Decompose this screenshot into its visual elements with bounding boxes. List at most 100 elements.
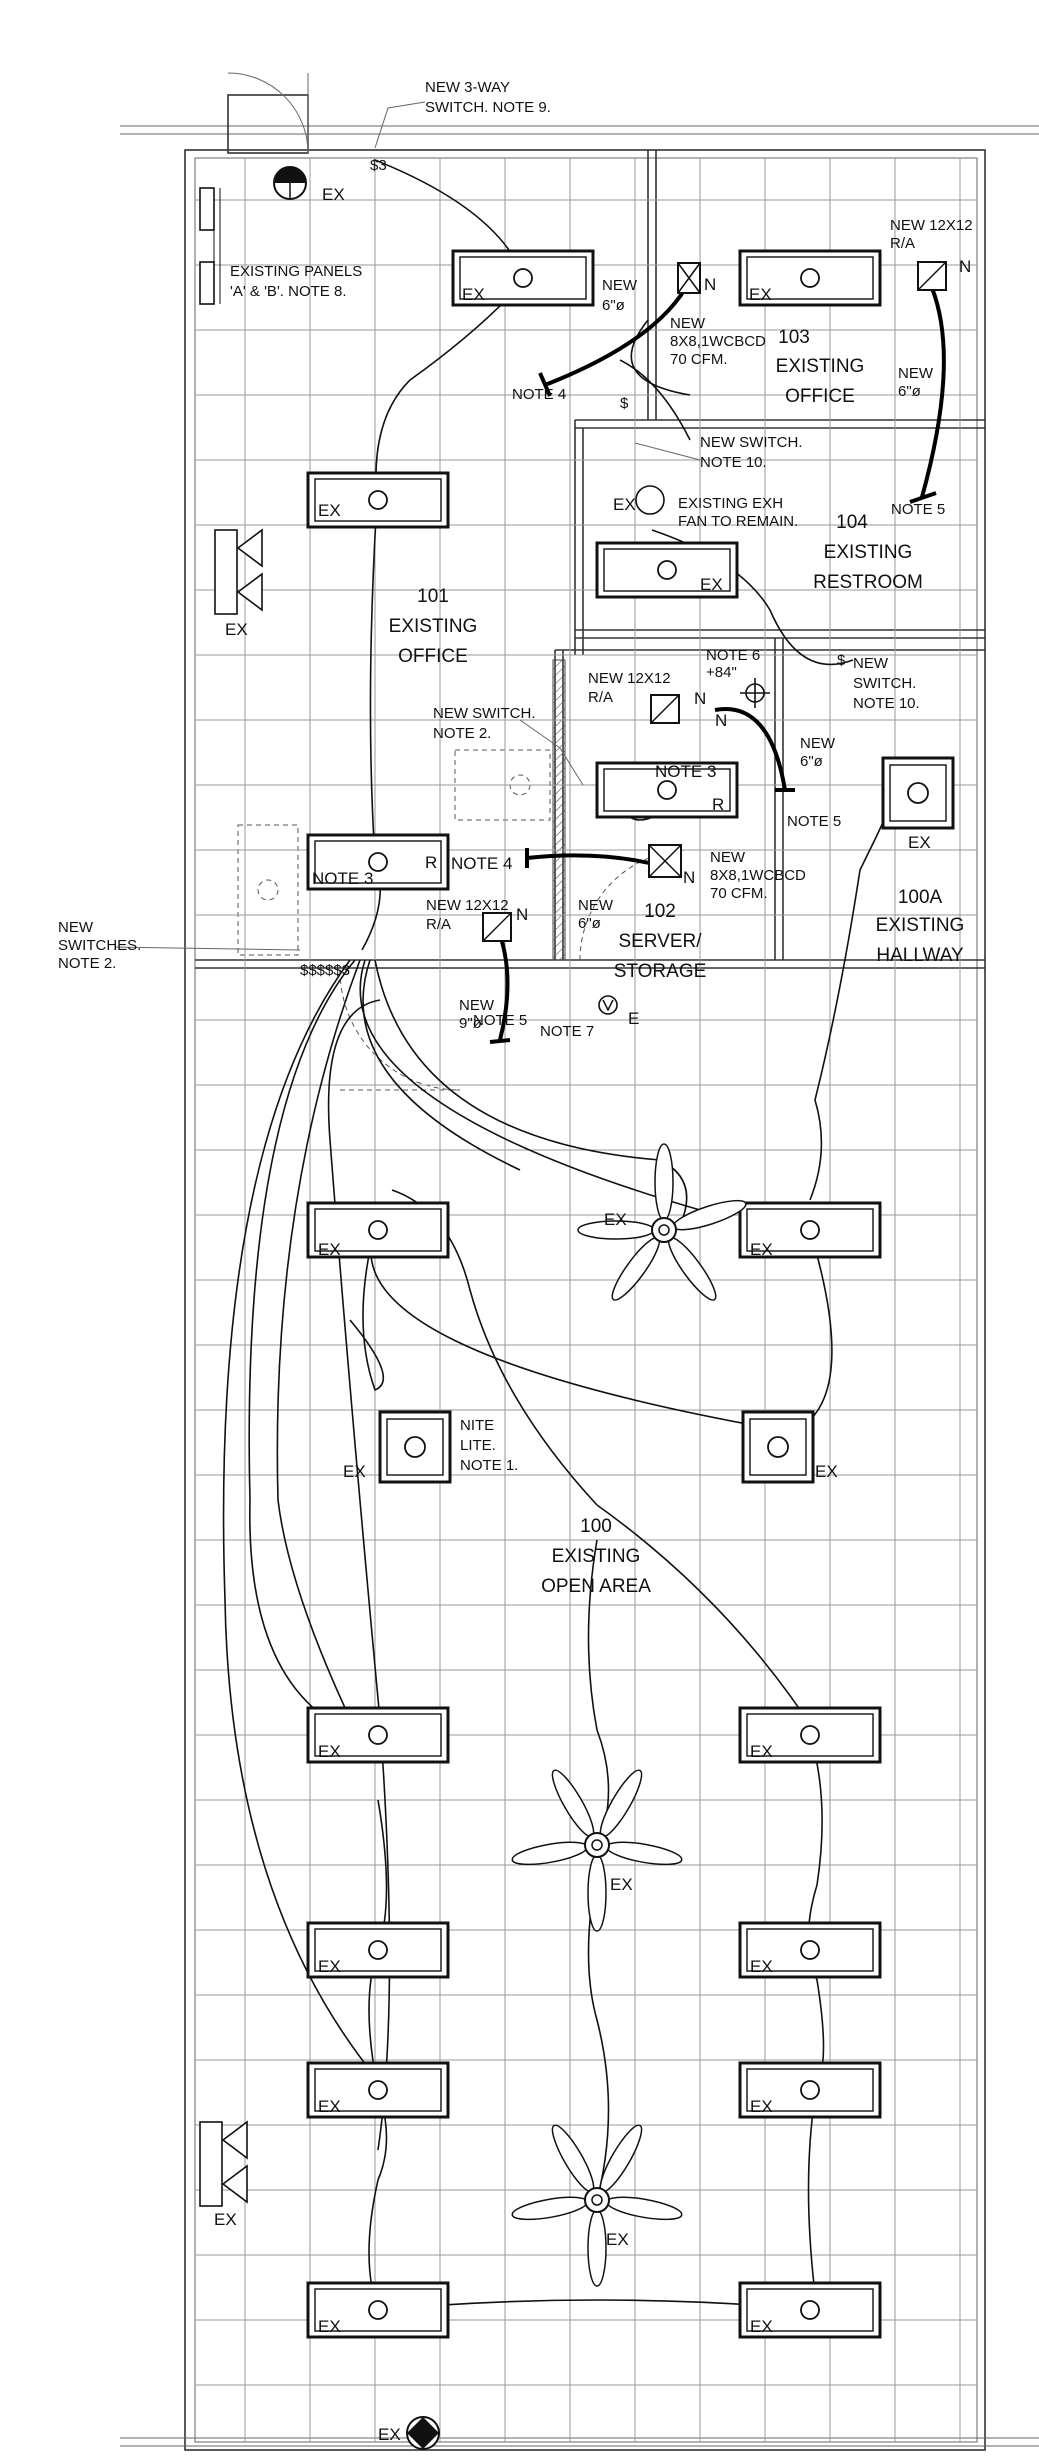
room-101-number: 101 bbox=[417, 586, 449, 607]
panels-line2: 'A' & 'B'. NOTE 8. bbox=[230, 283, 346, 300]
room-104-name2: RESTROOM bbox=[813, 572, 923, 593]
room-104-name1: EXISTING bbox=[824, 542, 913, 563]
e-label: E bbox=[628, 1009, 639, 1028]
fixture-labels: EX EX EX EX EX EX EX EX EX EX EX EX EX E… bbox=[214, 157, 971, 2444]
light-fixture bbox=[306, 2061, 450, 2119]
ex-label: EX bbox=[750, 2317, 773, 2336]
room-102-name1: SERVER/ bbox=[618, 931, 702, 952]
diffuser-note-size: 8X8,1WCBCD bbox=[710, 867, 806, 884]
light-fixture bbox=[306, 2281, 450, 2339]
note7-label: NOTE 7 bbox=[540, 1023, 594, 1040]
switch-3way-symbol: $3 bbox=[370, 157, 387, 174]
n-label: N bbox=[516, 905, 528, 924]
building-walls bbox=[120, 72, 1039, 2451]
room-100-name2: OPEN AREA bbox=[541, 1576, 651, 1597]
room-100a-name1: EXISTING bbox=[876, 915, 965, 936]
ex-label: EX bbox=[606, 2230, 629, 2249]
diffuser-note-size: 8X8,1WCBCD bbox=[670, 333, 766, 350]
ex-label: EX bbox=[318, 1240, 341, 1259]
switch-symbol: $ bbox=[837, 652, 846, 669]
room-103-name1: EXISTING bbox=[776, 356, 865, 377]
return-grille-icon bbox=[482, 912, 512, 942]
switch-note-line1: NEW SWITCH. bbox=[433, 705, 536, 722]
room-102-name2: STORAGE bbox=[614, 961, 707, 982]
leader-lines bbox=[114, 101, 701, 951]
ex-label: EX bbox=[378, 2425, 401, 2444]
ex-label: EX bbox=[318, 2317, 341, 2336]
exh-fan-icon bbox=[635, 485, 665, 515]
ex-label: EX bbox=[343, 1462, 366, 1481]
exh-fan-line2: FAN TO REMAIN. bbox=[678, 513, 798, 530]
square-fixture bbox=[741, 1410, 815, 1484]
ex-label: EX bbox=[214, 2210, 237, 2229]
ex-label: EX bbox=[610, 1875, 633, 1894]
n-label: N bbox=[694, 689, 706, 708]
room-103-number: 103 bbox=[778, 327, 810, 348]
light-fixture bbox=[738, 2281, 882, 2339]
n-label: N bbox=[704, 275, 716, 294]
exit-sign-icon bbox=[406, 2416, 440, 2450]
nite-lite-line3: NOTE 1. bbox=[460, 1457, 518, 1474]
room-102-number: 102 bbox=[644, 901, 676, 922]
light-fixture bbox=[306, 833, 450, 891]
light-fixture bbox=[738, 249, 882, 307]
diffuser-note-size: 6"ø bbox=[602, 297, 625, 314]
ra-note-size: NEW 12X12 bbox=[426, 897, 509, 914]
switches-note-line1: NEW bbox=[58, 919, 94, 936]
light-fixture bbox=[306, 1706, 450, 1764]
speaker-icon bbox=[199, 2120, 248, 2207]
switch-note-line1: NEW SWITCH. bbox=[700, 434, 803, 451]
nite-lite-line2: LITE. bbox=[460, 1437, 496, 1454]
light-fixture bbox=[451, 249, 595, 307]
ex-label: EX bbox=[750, 1240, 773, 1259]
note5-label: NOTE 5 bbox=[473, 1012, 527, 1029]
n-label: N bbox=[683, 868, 695, 887]
ex-label: EX bbox=[749, 285, 772, 304]
ex-label: EX bbox=[225, 620, 248, 639]
exit-sign-icon bbox=[273, 166, 307, 200]
ceiling-fan-icon bbox=[511, 1769, 683, 1932]
receptacle-icon bbox=[598, 995, 618, 1015]
ra-note-size: NEW 12X12 bbox=[588, 670, 671, 687]
return-grille-icon bbox=[917, 261, 947, 291]
diffuser-icon bbox=[677, 262, 701, 294]
r-label: R bbox=[425, 853, 437, 872]
ex-label: EX bbox=[318, 1957, 341, 1976]
room-103-name2: OFFICE bbox=[785, 386, 855, 407]
duct-note-new: NEW bbox=[459, 997, 495, 1014]
ex-label: EX bbox=[613, 495, 636, 514]
note5-label: NOTE 5 bbox=[787, 813, 841, 830]
ex-label: EX bbox=[908, 833, 931, 852]
callout-notes: NEW 3-WAY SWITCH. NOTE 9. EXISTING PANEL… bbox=[58, 79, 973, 1474]
ex-label: EX bbox=[700, 575, 723, 594]
square-fixture bbox=[881, 756, 955, 830]
light-fixture bbox=[738, 1201, 882, 1259]
note6-line2: +84" bbox=[706, 664, 737, 681]
switches-note-line3: NOTE 2. bbox=[58, 955, 116, 972]
ra-note-size: NEW 12X12 bbox=[890, 217, 973, 234]
duct-note-size: 6"ø bbox=[898, 383, 921, 400]
diffuser-note-cfm: 70 CFM. bbox=[670, 351, 728, 368]
ra-note-ra: R/A bbox=[890, 235, 915, 252]
smoke-detector-icon bbox=[740, 678, 770, 708]
note9-line2: SWITCH. NOTE 9. bbox=[425, 99, 551, 116]
ex-label: EX bbox=[318, 501, 341, 520]
ra-note-ra: R/A bbox=[588, 689, 613, 706]
light-fixtures bbox=[306, 249, 955, 2339]
diffuser-note-cfm: 70 CFM. bbox=[710, 885, 768, 902]
room-100a-name2: HALLWAY bbox=[876, 945, 964, 966]
switch-note-line2: NOTE 2. bbox=[433, 725, 491, 742]
note3-label: NOTE 3 bbox=[655, 762, 716, 781]
ex-label: EX bbox=[604, 1210, 627, 1229]
light-fixture bbox=[738, 1706, 882, 1764]
n-label: N bbox=[959, 257, 971, 276]
ceiling-fan-icon bbox=[577, 1143, 747, 1301]
note5-label: NOTE 5 bbox=[891, 501, 945, 518]
panels-line1: EXISTING PANELS bbox=[230, 263, 362, 280]
ra-note-ra: R/A bbox=[426, 916, 451, 933]
ex-label: EX bbox=[750, 1742, 773, 1761]
room-100a-number: 100A bbox=[898, 887, 943, 908]
light-fixture bbox=[306, 1201, 450, 1259]
return-grille-icon bbox=[650, 694, 680, 724]
switches-group: $$$$$3 bbox=[300, 962, 350, 979]
